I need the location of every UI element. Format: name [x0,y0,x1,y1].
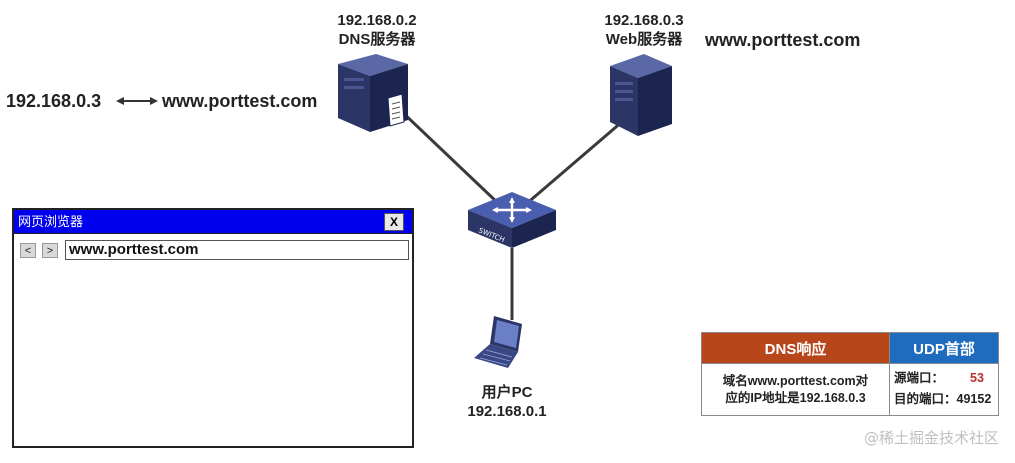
user-pc-name: 用户PC [481,384,533,401]
web-server-label: 192.168.0.3 Web服务器 [589,11,699,49]
dns-server-name: DNS服务器 [338,31,416,48]
web-server-name: Web服务器 [605,31,683,48]
dns-response-line2: 应的IP地址是192.168.0.3 [725,390,866,405]
user-pc-ip: 192.168.0.1 [467,403,547,420]
src-port-row: 源端口： 53 [894,370,998,387]
dns-server-label: 192.168.0.2 DNS服务器 [322,11,432,49]
laptop-icon [474,316,522,368]
url-input[interactable]: www.porttest.com [65,240,409,260]
browser-titlebar: 网页浏览器 X [14,210,412,234]
web-server-ip: 192.168.0.3 [604,12,684,29]
udp-header-body: 源端口： 53 目的端口： 49152 [890,363,998,415]
dns-response-body: 域名www.porttest.com对 应的IP地址是192.168.0.3 [702,363,890,415]
web-server-domain: www.porttest.com [705,30,861,50]
browser-window: 网页浏览器 X < > www.porttest.com [12,208,414,448]
src-port-value: 53 [970,371,984,385]
dns-response-line1: 域名www.porttest.com对 [722,373,869,388]
close-button[interactable]: X [384,213,404,231]
switch-icon: SWITCH [468,192,556,248]
dst-port-row: 目的端口： 49152 [894,391,998,408]
double-arrow-icon [116,97,158,105]
dns-response-header: DNS响应 [702,333,890,363]
web-server-icon [610,54,672,136]
dns-response-table: DNS响应 UDP首部 域名www.porttest.com对 应的IP地址是1… [701,332,999,416]
dns-mapping-ip: 192.168.0.3 [6,91,102,111]
forward-button[interactable]: > [42,243,58,258]
dns-server-ip: 192.168.0.2 [337,12,417,29]
dst-port-label: 目的端口： [894,392,957,406]
user-pc-label: 用户PC 192.168.0.1 [452,383,562,421]
watermark: @稀土掘金技术社区 [863,429,999,447]
link-web-switch [524,113,631,207]
back-button[interactable]: < [20,243,36,258]
dns-mapping-domain: www.porttest.com [162,91,318,111]
browser-title: 网页浏览器 [18,214,84,229]
src-port-label: 源端口： [894,371,945,385]
link-dns-switch [398,108,502,207]
dns-server-icon [338,54,408,132]
udp-header-header: UDP首部 [890,333,998,363]
dst-port-value: 49152 [956,392,992,406]
